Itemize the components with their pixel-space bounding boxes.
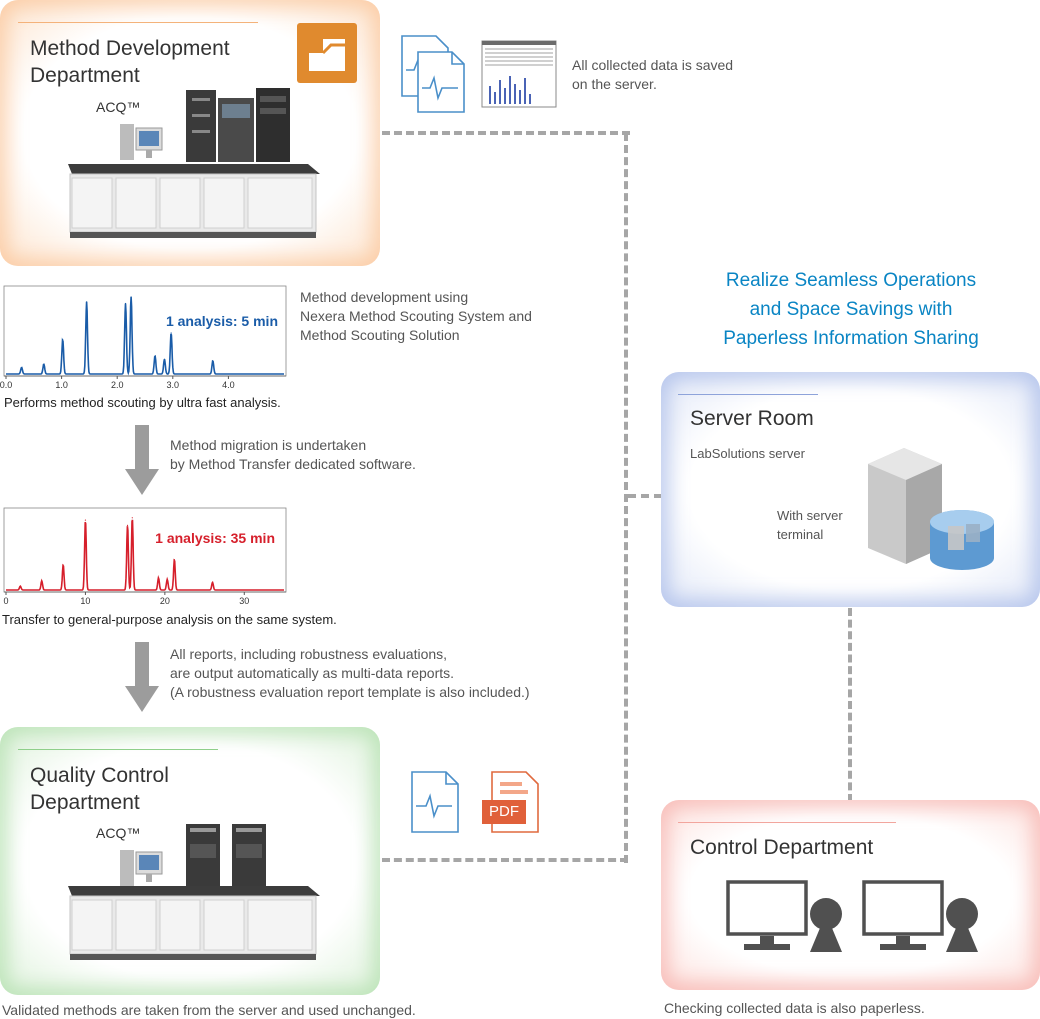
peak-point-3	[84, 519, 87, 521]
peak-point-8	[170, 332, 172, 334]
computer-user-icon	[726, 880, 842, 952]
pdf-icon: PDF	[478, 770, 540, 834]
peak-point-6	[154, 355, 156, 357]
connector-server	[628, 494, 662, 498]
control-caption: Checking collected data is also paperles…	[664, 1000, 925, 1016]
saved-note: All collected data is saved on the serve…	[572, 57, 734, 92]
down-arrow-icon	[125, 425, 159, 495]
peak-point-0	[19, 585, 21, 587]
connector-top	[382, 131, 630, 135]
peak-point-6	[157, 577, 160, 579]
server-room-rule	[678, 394, 818, 395]
method-dev-title: Method Development Department	[30, 37, 230, 87]
connector-bottom	[382, 858, 628, 862]
peak-point-1	[41, 580, 43, 582]
document-stack-icon	[401, 35, 465, 113]
x-tick-label: 10	[80, 596, 90, 606]
peak-point-5	[130, 296, 132, 298]
chart1-caption: Performs method scouting by ultra fast a…	[4, 395, 281, 410]
x-tick-label: 3.0	[167, 380, 180, 390]
peak-point-4	[126, 524, 129, 526]
chart-annotation: 1 analysis: 5 min	[166, 313, 278, 329]
chart-frame	[3, 507, 287, 593]
control-department-box	[661, 800, 1040, 990]
report-sheet-icon	[481, 40, 557, 108]
peak-point-9	[211, 581, 214, 583]
peak-point-7	[166, 578, 168, 580]
control-rule	[678, 822, 896, 823]
chromatogram-trace	[6, 519, 284, 591]
chart-annotation: 1 analysis: 35 min	[155, 530, 275, 546]
peak-point-5	[131, 517, 133, 519]
reports-note: All reports, including robustness evalua…	[170, 646, 530, 700]
server-label: LabSolutions server	[690, 446, 805, 461]
control-title: Control Department	[690, 836, 874, 859]
scouting-note: Method development using Nexera Method S…	[300, 289, 532, 343]
chromatogram-5min: 0.0 1.0 2.0 3.0 4.0 1 analysis: 5 min	[0, 285, 287, 390]
peak-point-9	[212, 360, 214, 362]
peak-point-2	[62, 564, 64, 566]
method-dev-rule	[18, 22, 258, 23]
computer-user-icon	[862, 880, 978, 952]
qc-title: Quality Control Department	[30, 764, 169, 814]
chart2-caption: Transfer to general-purpose analysis on …	[2, 612, 337, 627]
peak-point-1	[43, 363, 45, 365]
qc-rule	[18, 749, 218, 750]
document-icon	[411, 771, 459, 833]
peak-point-3	[86, 301, 88, 303]
pdf-label: PDF	[489, 803, 519, 820]
connector-server-control	[848, 608, 852, 802]
peak-point-2	[62, 338, 64, 341]
x-tick-label: 0.0	[0, 380, 12, 390]
qc-caption: Validated methods are taken from the ser…	[2, 1002, 416, 1018]
lab-bench-top-illustration	[68, 88, 320, 238]
peak-point-8	[173, 559, 175, 561]
peak-point-4	[124, 302, 127, 305]
chromatogram-trace	[6, 296, 284, 376]
headline: Realize Seamless Operations and Space Sa…	[723, 270, 979, 349]
acq-logo-icon	[297, 23, 357, 83]
x-tick-label: 4.0	[222, 380, 235, 390]
connector-vertical	[624, 133, 628, 863]
method-dev-acq: ACQ™	[96, 99, 141, 115]
migration-note: Method migration is undertaken by Method…	[170, 437, 416, 472]
peak-point-0	[20, 366, 23, 369]
chart-frame	[3, 285, 287, 377]
peak-point-7	[163, 358, 166, 360]
terminal-label: With server terminal	[777, 508, 843, 542]
x-tick-label: 2.0	[111, 380, 124, 390]
server-database-icon	[868, 448, 994, 570]
chromatogram-35min: 0 10 20 30 1 analysis: 35 min	[3, 507, 287, 606]
x-tick-label: 1.0	[55, 380, 68, 390]
lab-bench-bottom-illustration	[68, 824, 320, 960]
qc-acq: ACQ™	[96, 825, 141, 841]
down-arrow-icon	[125, 642, 159, 712]
x-tick-label: 30	[239, 596, 249, 606]
server-room-title: Server Room	[690, 407, 814, 430]
x-tick-label: 0	[3, 596, 8, 606]
x-tick-label: 20	[160, 596, 170, 606]
